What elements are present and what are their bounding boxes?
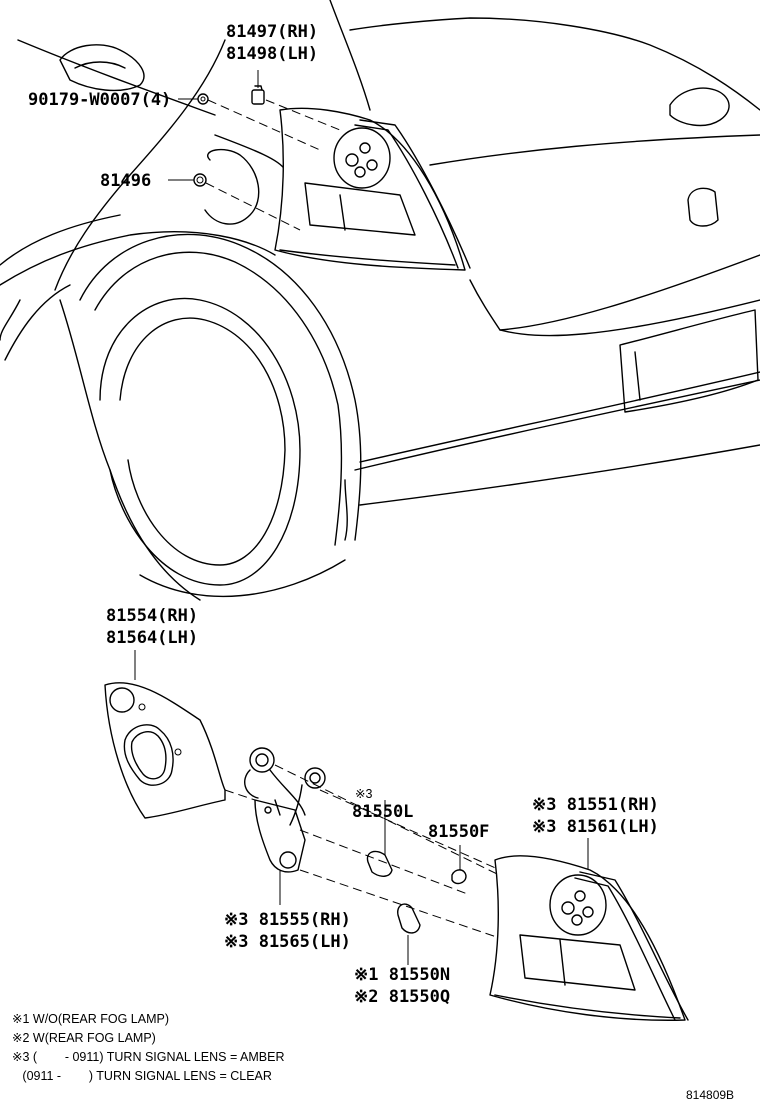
label-81497-rh: 81497(RH) — [226, 22, 319, 42]
label-81554-rh: 81554(RH) — [106, 606, 199, 626]
label-81555-rh: ※3 81555(RH) — [224, 910, 351, 930]
wheel-arch — [59, 233, 362, 601]
footnote-3: ※3 ( - 0911) TURN SIGNAL LENS = AMBER — [12, 1050, 285, 1064]
footnote-3-cont: (0911 - ) TURN SIGNAL LENS = CLEAR — [12, 1069, 272, 1083]
bulbs — [366, 850, 467, 934]
label-81565-lh: ※3 81565(LH) — [224, 932, 351, 952]
gasket-part — [104, 682, 226, 819]
label-81561-lh: ※3 81561(LH) — [532, 817, 659, 837]
label-mark-3: ※3 — [355, 787, 373, 801]
footnote-2: ※2 W(REAR FOG LAMP) — [12, 1031, 156, 1045]
tail-lamp-assembly — [489, 855, 689, 1021]
footnote-1: ※1 W/O(REAR FOG LAMP) — [12, 1012, 170, 1026]
installed-tail-lamp — [274, 107, 471, 271]
label-81550n: ※1 81550N — [354, 965, 451, 985]
socket-wire-part — [244, 747, 326, 873]
label-81498-lh: 81498(LH) — [226, 44, 319, 64]
label-81550l: 81550L — [352, 802, 414, 822]
label-81564-lh: 81564(LH) — [106, 628, 199, 648]
page-number: 814809B — [686, 1088, 735, 1102]
label-81496: 81496 — [100, 171, 152, 191]
label-81550q: ※2 81550Q — [354, 987, 451, 1007]
label-81550f: 81550F — [428, 822, 490, 842]
label-90179-w0007: 90179-W0007(4) — [28, 90, 172, 110]
label-81551-rh: ※3 81551(RH) — [532, 795, 659, 815]
car-body-outline — [0, 0, 760, 541]
